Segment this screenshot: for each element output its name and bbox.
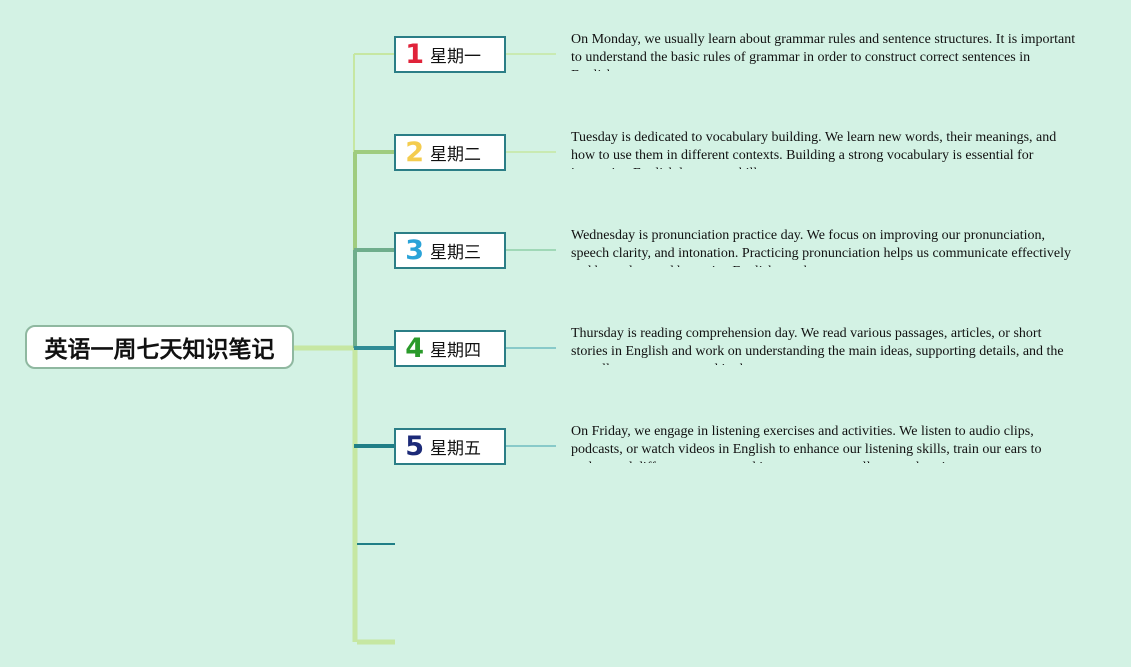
day-node-friday[interactable]: 5 星期五: [394, 428, 506, 465]
day-label: 星期五: [430, 439, 481, 459]
day-number: 5: [405, 431, 424, 462]
day-label: 星期四: [430, 341, 481, 361]
root-title: 英语一周七天知识笔记: [44, 337, 275, 363]
day-node-monday[interactable]: 1 星期一: [394, 36, 506, 73]
day-node-thursday[interactable]: 4 星期四: [394, 330, 506, 367]
day-node-wednesday[interactable]: 3 星期三: [394, 232, 506, 269]
day-note-wednesday: Wednesday is pronunciation practice day.…: [571, 228, 1071, 267]
day-number: 2: [405, 137, 424, 168]
day-note-thursday: Thursday is reading comprehension day. W…: [571, 326, 1064, 365]
root-node[interactable]: 英语一周七天知识笔记: [25, 325, 294, 369]
day-note-monday: On Monday, we usually learn about gramma…: [571, 32, 1076, 71]
day-node-tuesday[interactable]: 2 星期二: [394, 134, 506, 171]
day-number: 3: [405, 235, 424, 266]
day-number: 4: [405, 333, 424, 364]
day-label: 星期二: [430, 145, 481, 165]
day-note-tuesday: Tuesday is dedicated to vocabulary build…: [571, 130, 1057, 169]
day-label: 星期一: [430, 47, 481, 67]
day-number: 1: [405, 39, 424, 70]
day-label: 星期三: [430, 243, 481, 263]
day-note-friday: On Friday, we engage in listening exerci…: [571, 424, 1042, 463]
